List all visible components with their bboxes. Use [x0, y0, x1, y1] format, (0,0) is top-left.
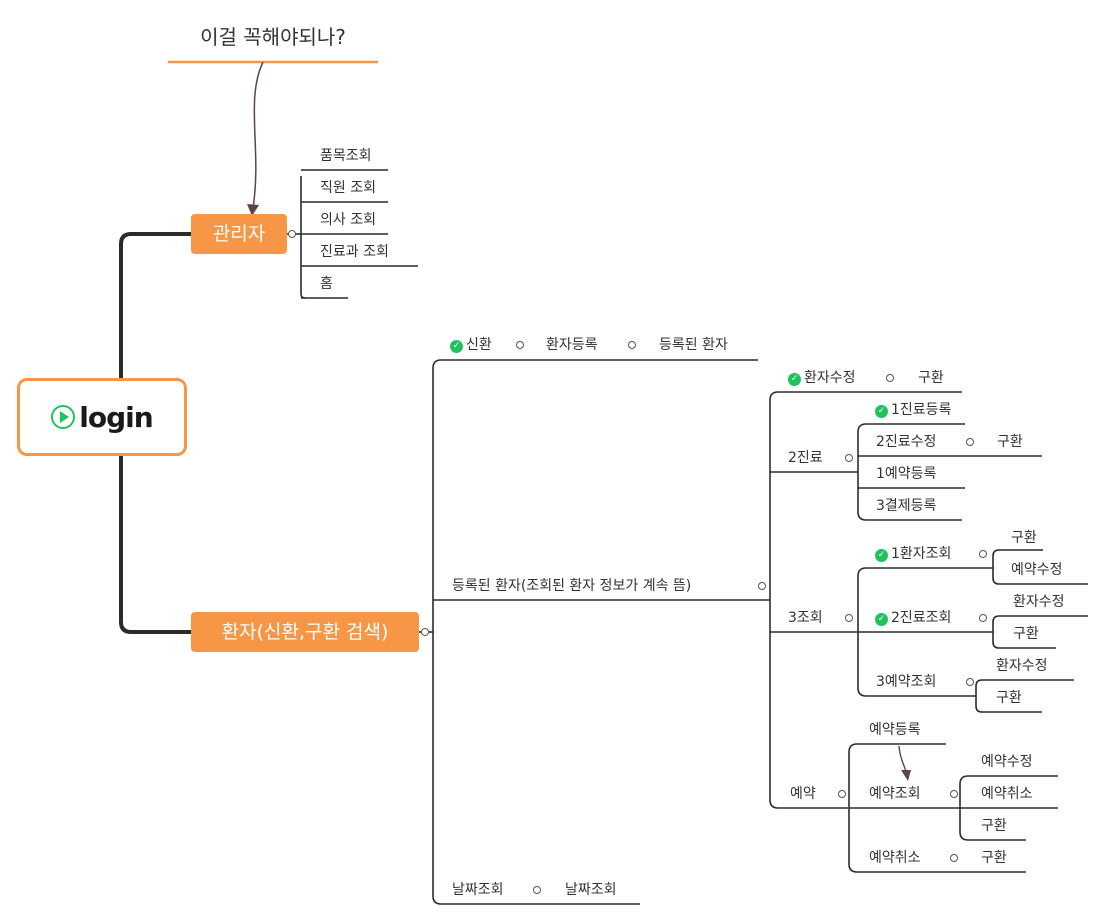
reservation-register[interactable]: 예약등록: [869, 722, 921, 738]
treatment-topic[interactable]: 2진료: [788, 450, 823, 466]
date-lookup-leaf[interactable]: 날짜조회: [565, 882, 617, 898]
patient-label: 환자(신환,구환 검색): [221, 621, 389, 643]
returning-patient-leaf[interactable]: 구환: [918, 370, 944, 386]
reservation-lookup-edit[interactable]: 예약수정: [981, 754, 1033, 770]
new-patient-label: 신환: [466, 337, 492, 353]
treatment-register-label: 1진료등록: [891, 402, 952, 418]
check-icon: ✓: [875, 613, 888, 626]
reservation-lookup-topic[interactable]: 예약조회: [869, 786, 921, 802]
collapse-toggle-icon[interactable]: [979, 614, 987, 622]
admin-topic[interactable]: 관리자: [191, 214, 287, 254]
reservation-lookup-patient-edit[interactable]: 환자수정: [996, 658, 1048, 674]
root-topic[interactable]: login: [17, 378, 187, 456]
payment-register[interactable]: 3결제등록: [876, 498, 937, 514]
reservation-cancel-topic[interactable]: 예약취소: [869, 850, 921, 866]
admin-item-dept-lookup[interactable]: 진료과 조회: [320, 244, 389, 260]
patient-lookup-reservation-edit[interactable]: 예약수정: [1011, 562, 1063, 578]
reservation-register-1[interactable]: 1예약등록: [876, 466, 937, 482]
admin-item-product-lookup[interactable]: 품목조회: [320, 148, 372, 164]
admin-item-doctor-lookup[interactable]: 의사 조회: [320, 212, 376, 228]
collapse-toggle-icon[interactable]: [516, 341, 524, 349]
collapse-toggle-icon[interactable]: [845, 454, 853, 462]
patient-topic[interactable]: 환자(신환,구환 검색): [191, 612, 419, 652]
treatment-edit[interactable]: 2진료수정: [876, 434, 937, 450]
reservation-lookup[interactable]: 3예약조회: [876, 674, 937, 690]
note-topic[interactable]: 이걸 꼭해야되나?: [200, 25, 346, 49]
reservation-topic[interactable]: 예약: [790, 786, 816, 802]
reservation-lookup-cancel[interactable]: 예약취소: [981, 786, 1033, 802]
collapse-toggle-icon[interactable]: [845, 614, 853, 622]
reservation-lookup-returning[interactable]: 구환: [996, 690, 1022, 706]
root-label: login: [79, 400, 153, 434]
treatment-lookup-patient-edit[interactable]: 환자수정: [1013, 594, 1065, 610]
collapse-toggle-icon[interactable]: [838, 790, 846, 798]
registered-patient-topic[interactable]: 등록된 환자(조회된 환자 정보가 계속 뜸): [452, 578, 692, 594]
collapse-toggle-icon[interactable]: [628, 341, 636, 349]
treatment-lookup-returning[interactable]: 구환: [1013, 626, 1039, 642]
collapse-toggle-icon[interactable]: [966, 438, 974, 446]
reservation-cancel-returning[interactable]: 구환: [981, 850, 1007, 866]
admin-label: 관리자: [212, 223, 266, 245]
patient-edit-topic[interactable]: ✓환자수정: [788, 369, 856, 387]
treatment-register[interactable]: ✓1진료등록: [875, 401, 951, 419]
collapse-toggle-icon[interactable]: [966, 678, 974, 686]
check-icon: ✓: [788, 373, 801, 386]
patient-lookup-label: 1환자조회: [891, 546, 952, 562]
collapse-toggle-icon[interactable]: [758, 582, 766, 590]
patient-register[interactable]: 환자등록: [546, 337, 598, 353]
new-patient-topic[interactable]: ✓신환: [450, 336, 492, 354]
patient-edit-label: 환자수정: [804, 370, 856, 386]
check-icon: ✓: [450, 340, 463, 353]
registered-patient-leaf[interactable]: 등록된 환자: [659, 337, 728, 353]
treatment-edit-returning[interactable]: 구환: [997, 434, 1023, 450]
collapse-toggle-icon[interactable]: [533, 886, 541, 894]
lookup-topic[interactable]: 3조회: [788, 610, 823, 626]
patient-lookup[interactable]: ✓1환자조회: [875, 545, 951, 563]
date-lookup-topic[interactable]: 날짜조회: [452, 882, 504, 898]
collapse-toggle-icon[interactable]: [288, 230, 296, 238]
admin-item-staff-lookup[interactable]: 직원 조회: [320, 180, 376, 196]
admin-item-home[interactable]: 홈: [320, 276, 333, 292]
collapse-toggle-icon[interactable]: [886, 374, 894, 382]
treatment-lookup-label: 2진료조회: [891, 610, 952, 626]
patient-lookup-returning[interactable]: 구환: [1011, 530, 1037, 546]
treatment-lookup[interactable]: ✓2진료조회: [875, 609, 951, 627]
collapse-toggle-icon[interactable]: [950, 854, 958, 862]
reservation-lookup-returning[interactable]: 구환: [981, 818, 1007, 834]
check-icon: ✓: [875, 405, 888, 418]
collapse-toggle-icon[interactable]: [950, 790, 958, 798]
check-icon: ✓: [875, 549, 888, 562]
play-icon: [51, 405, 76, 429]
collapse-toggle-icon[interactable]: [421, 628, 429, 636]
collapse-toggle-icon[interactable]: [979, 550, 987, 558]
